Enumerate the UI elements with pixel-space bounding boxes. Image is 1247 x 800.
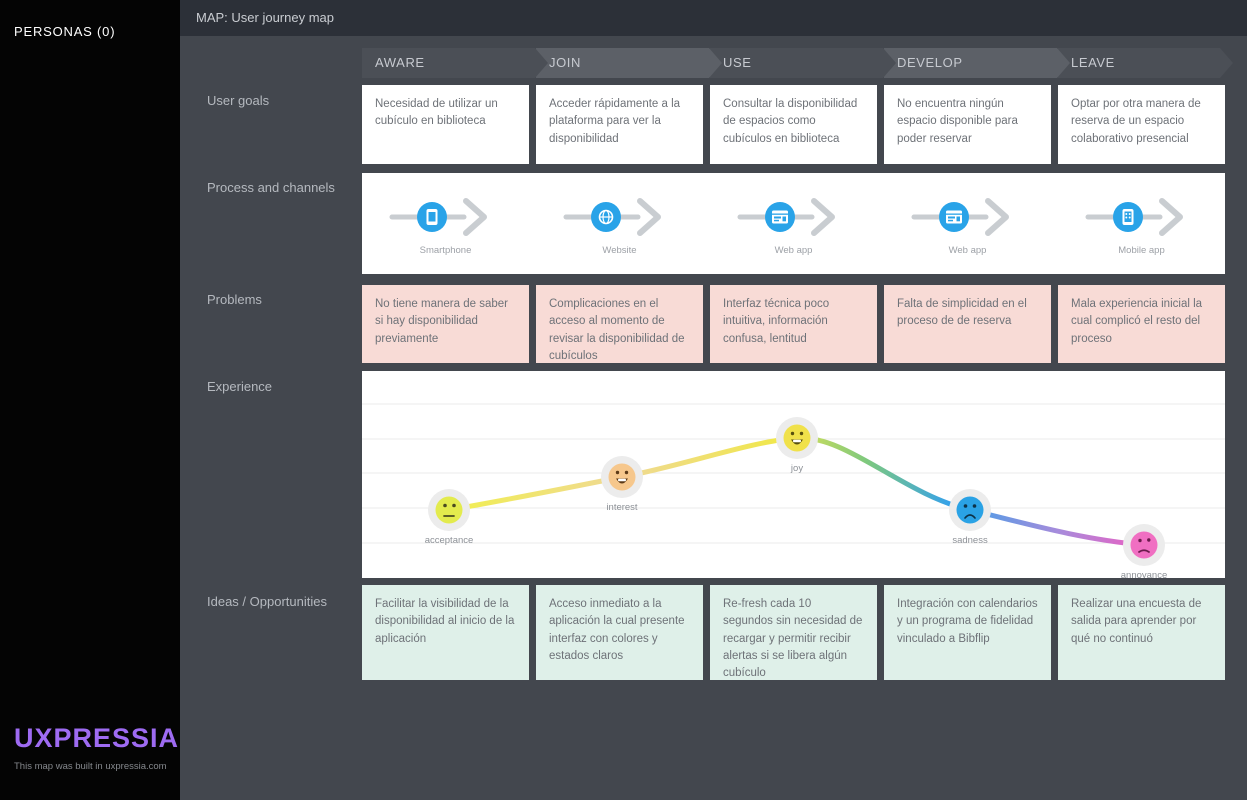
user-goal-card[interactable]: Consultar la disponibilidad de espacios … (710, 85, 877, 164)
row-label-experience[interactable]: Experience (207, 379, 273, 394)
channel-label: Website (602, 245, 637, 256)
annoyance-face-icon (1138, 538, 1151, 553)
user-goal-card[interactable]: Necesidad de utilizar un cubículo en bib… (362, 85, 529, 164)
browser-icon (946, 210, 962, 224)
interest-face-icon (615, 470, 629, 484)
experience-point-acceptance[interactable]: acceptance (425, 489, 474, 546)
problem-card[interactable]: Complicaciones en el acceso al momento d… (536, 285, 703, 363)
channel-label: Web app (774, 245, 813, 256)
acceptance-face-icon (443, 503, 456, 517)
sadness-face-icon (963, 504, 977, 519)
problem-card[interactable]: No tiene manera de saber si hay disponib… (362, 285, 529, 363)
emotion-label: acceptance (425, 535, 474, 546)
channel-mobile-app[interactable]: Mobile app (1058, 195, 1225, 256)
smartphone-icon (426, 209, 438, 225)
stage-header-develop[interactable]: DEVELOP (884, 48, 1070, 78)
row-label-user-goals[interactable]: User goals (207, 93, 270, 108)
stage-header-join[interactable]: JOIN (536, 48, 722, 78)
row-label-process-channels[interactable]: Process and channels (207, 180, 335, 195)
built-with-note: This map was built in uxpressia.com (14, 761, 167, 772)
problem-card[interactable]: Mala experiencia inicial la cual complic… (1058, 285, 1225, 363)
map-title[interactable]: MAP: User journey map (196, 10, 334, 25)
channel-web-app[interactable]: Web app (710, 195, 877, 256)
channel-label: Mobile app (1118, 245, 1165, 256)
channel-arrow-graphic (911, 198, 1009, 236)
uxpressia-branding: UXPRESSIA This map was built in uxpressi… (14, 723, 179, 772)
personas-sidebar: PERSONAS (0) UXPRESSIA This map was buil… (0, 0, 180, 800)
row-label-problems[interactable]: Problems (207, 292, 262, 307)
channel-arrow-graphic (737, 198, 835, 236)
problem-card[interactable]: Interfaz técnica poco intuitiva, informa… (710, 285, 877, 363)
uxpressia-logo: UXPRESSIA (14, 723, 180, 753)
channel-web-app[interactable]: Web app (884, 195, 1051, 256)
idea-card[interactable]: Re-fresh cada 10 segundos sin necesidad … (710, 585, 877, 680)
globe-icon (598, 209, 614, 225)
user-goal-card[interactable]: Optar por otra manera de reserva de un e… (1058, 85, 1225, 164)
process-channels-row: Smartphone Website (362, 173, 1225, 274)
channel-arrow-graphic (1085, 198, 1183, 236)
emotion-label: interest (606, 502, 638, 513)
experience-chart: acceptance interest (362, 371, 1225, 581)
personas-section-header[interactable]: PERSONAS (0) (14, 24, 116, 39)
channel-label: Smartphone (419, 245, 472, 256)
emotion-label: sadness (952, 535, 988, 546)
channel-arrow-graphic (389, 198, 487, 236)
channel-label: Web app (948, 245, 987, 256)
browser-icon (772, 210, 788, 224)
experience-point-joy[interactable]: joy (776, 417, 818, 474)
row-label-ideas[interactable]: Ideas / Opportunities (207, 594, 327, 609)
idea-card[interactable]: Acceso inmediato a la aplicación la cual… (536, 585, 703, 680)
experience-point-sadness[interactable]: sadness (949, 489, 991, 546)
stage-header-use[interactable]: USE (710, 48, 896, 78)
idea-card[interactable]: Integración con calendarios y un program… (884, 585, 1051, 680)
channel-arrow-graphic (563, 198, 661, 236)
emotion-label: annoyance (1121, 570, 1167, 578)
channel-website[interactable]: Website (536, 195, 703, 256)
problem-card[interactable]: Falta de simplicidad en el proceso de de… (884, 285, 1051, 363)
channel-smartphone[interactable]: Smartphone (362, 195, 529, 256)
idea-card[interactable]: Facilitar la visibilidad de la disponibi… (362, 585, 529, 680)
emotion-label: joy (790, 463, 803, 474)
mobile-app-icon (1122, 209, 1134, 225)
experience-gridlines (362, 403, 1225, 544)
user-goal-card[interactable]: No encuentra ningún espacio disponible p… (884, 85, 1051, 164)
stage-header-leave[interactable]: LEAVE (1058, 48, 1233, 78)
user-goal-card[interactable]: Acceder rápidamente a la plataforma para… (536, 85, 703, 164)
experience-curve-svg: acceptance interest (362, 403, 1225, 581)
experience-point-interest[interactable]: interest (601, 456, 643, 513)
stage-header-aware[interactable]: AWARE (362, 48, 548, 78)
experience-point-annoyance[interactable]: annoyance (1121, 524, 1167, 581)
joy-face-icon (790, 431, 804, 445)
idea-card[interactable]: Realizar una encuesta de salida para apr… (1058, 585, 1225, 680)
map-header-bar: MAP: User journey map (180, 0, 1247, 36)
